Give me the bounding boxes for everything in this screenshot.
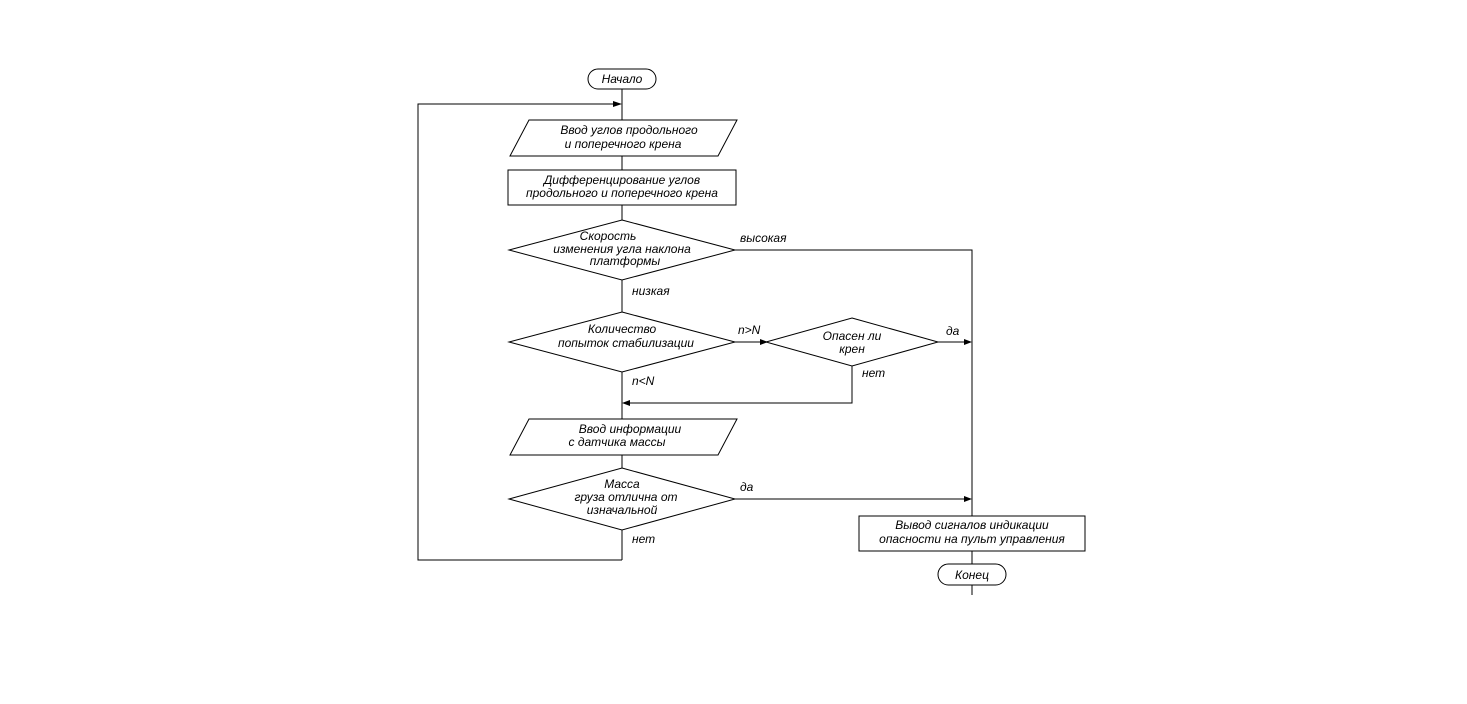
arrow-danger-no [622, 400, 630, 406]
differentiate-block: Дифференцирование углов продольного и по… [507, 169, 737, 206]
differentiate-line-1: Дифференцирование углов [542, 173, 700, 187]
start-label: Начало [602, 72, 643, 86]
alarm-output-line-1: Вывод сигналов индикации [895, 518, 1049, 532]
rate-decision-line-1: Скорость [580, 229, 637, 243]
attempts-over-label: n>N [738, 323, 761, 337]
mass-yes-label: да [740, 480, 754, 494]
input-mass-line-1: Ввод информации [579, 422, 682, 436]
alarm-output-line-2: опасности на пульт управления [879, 532, 1065, 546]
rate-decision: Скорость изменения угла наклона платформ… [507, 219, 737, 281]
differentiate-line-2: продольного и поперечного крена [526, 186, 718, 200]
rate-decision-line-3: платформы [590, 254, 661, 268]
danger-decision: Опасен ли крен [764, 317, 940, 367]
mass-decision: Масса груза отлична от изначальной [507, 467, 737, 531]
attempts-under-label: n<N [632, 374, 655, 388]
connector-lines [417, 89, 973, 595]
danger-decision-line-2: крен [839, 342, 865, 356]
input-mass-line-2: с датчика массы [569, 435, 666, 449]
end-label: Конец [955, 568, 989, 582]
end-terminator: Конец [937, 563, 1007, 586]
input-angles-line-2: и поперечного крена [565, 137, 682, 151]
arrow-danger-yes [964, 339, 972, 345]
arrow-loop-return [613, 101, 622, 107]
attempts-decision-line-1: Количество [588, 322, 657, 336]
attempts-decision: Количество попыток стабилизации [507, 311, 737, 373]
input-mass-block: Ввод информации с датчика массы [509, 418, 738, 456]
mass-no-label: нет [632, 532, 655, 546]
input-angles-line-1: Ввод углов продольного [560, 123, 698, 137]
attempts-decision-line-2: попыток стабилизации [558, 336, 694, 350]
mass-decision-line-3: изначальной [587, 503, 658, 517]
start-terminator: Начало [587, 68, 657, 90]
danger-decision-line-1: Опасен ли [823, 329, 882, 343]
arrowheads [613, 101, 972, 502]
rate-decision-line-2: изменения угла наклона [553, 242, 691, 256]
danger-yes-label: да [946, 324, 960, 338]
arrow-mass-yes [964, 496, 972, 502]
mass-decision-line-1: Масса [604, 477, 640, 491]
arrow-to-danger [760, 339, 768, 345]
rate-low-label: низкая [632, 284, 670, 298]
input-angles-block: Ввод углов продольного и поперечного кре… [509, 119, 738, 157]
mass-decision-line-2: груза отлична от [575, 490, 678, 504]
alarm-output-block: Вывод сигналов индикации опасности на пу… [858, 515, 1086, 552]
danger-no-label: нет [862, 366, 885, 380]
rate-high-label: высокая [740, 231, 787, 245]
